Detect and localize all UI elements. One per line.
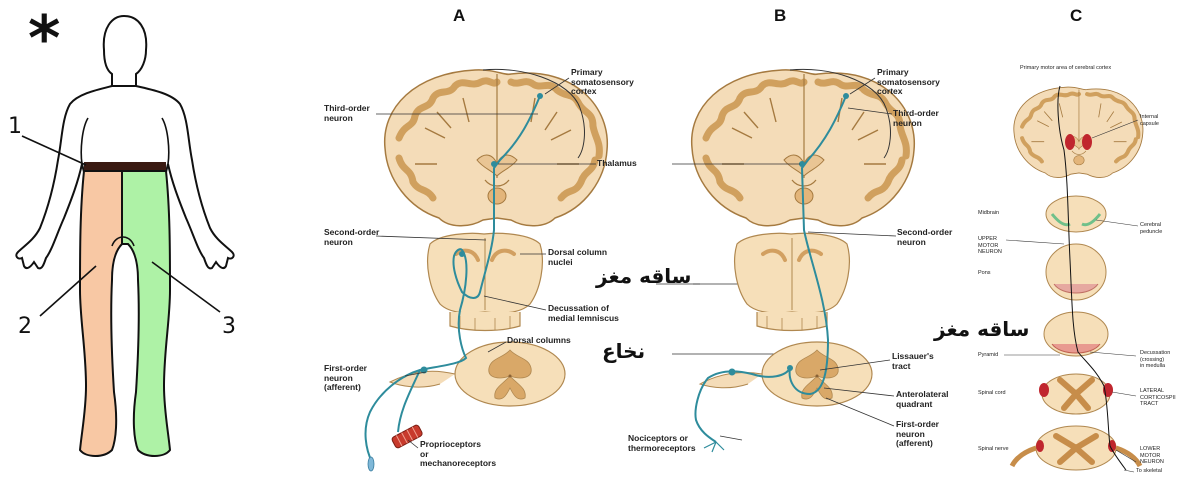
c-pons-label: Pons	[978, 270, 991, 277]
c-decussation-label: Decussation (crossing) in medulla	[1140, 350, 1170, 370]
persian-brainstem-label-c: ساقه مغز	[934, 317, 1029, 341]
a-second-order-label: Second-order neuron	[324, 228, 379, 247]
a-first-order-label: First-order neuron (afferent)	[324, 364, 367, 393]
body-label-1: 1	[8, 114, 22, 139]
b-third-order-label: Third-order neuron	[893, 109, 939, 128]
c-lateral-tract-label: LATERAL CORTICOSPII TRACT	[1140, 388, 1176, 408]
c-internal-capsule-label: Internal capsule	[1140, 114, 1159, 127]
a-decussation-label: Decussation of medial lemniscus	[548, 304, 619, 323]
b-first-order-label: First-order neuron (afferent)	[896, 420, 939, 449]
panel-a-letter: A	[453, 6, 465, 26]
panel-b-letter: B	[774, 6, 786, 26]
c-lower-motor-label: LOWER MOTOR NEURON	[1140, 446, 1164, 466]
a-primary-cortex-label: Primary somatosensory cortex	[571, 68, 634, 97]
persian-brainstem-label: ساقه مغز	[596, 264, 691, 288]
thalamus-label: Thalamus	[597, 159, 637, 169]
panel-b-diagram	[672, 69, 914, 452]
c-upper-motor-label: UPPER MOTOR NEURON	[978, 236, 1002, 256]
body-outline-figure	[16, 16, 233, 456]
c-midbrain-label: Midbrain	[978, 210, 999, 217]
b-anterolateral-label: Anterolateral quadrant	[896, 390, 948, 409]
c-spinal-cord-label: Spinal cord	[978, 390, 1006, 397]
a-receptors-label: Proprioceptors or mechanoreceptors	[420, 440, 496, 469]
c-motor-area-label: Primary motor area of cerebral cortex	[1020, 65, 1111, 72]
persian-spinal-cord-label: نخاع	[602, 339, 645, 363]
a-third-order-label: Third-order neuron	[324, 104, 370, 123]
panel-c-letter: C	[1070, 6, 1082, 26]
b-primary-cortex-label: Primary somatosensory cortex	[877, 68, 940, 97]
asterisk-mark: *	[28, 8, 60, 70]
a-dorsal-columns-label: Dorsal columns	[507, 336, 571, 346]
c-cerebral-peduncle-label: Cerebral peduncle	[1140, 222, 1162, 235]
c-spinal-nerve-label: Spinal nerve	[978, 446, 1009, 453]
c-pyramid-label: Pyramid	[978, 352, 998, 359]
body-label-3: 3	[222, 314, 236, 339]
b-nociceptors-label: Nociceptors or thermoreceptors	[628, 434, 696, 453]
b-lissauer-label: Lissauer's tract	[892, 352, 934, 371]
c-to-skeletal-label: To skeletal	[1136, 468, 1162, 475]
body-label-2: 2	[18, 314, 32, 339]
b-second-order-label: Second-order neuron	[897, 228, 952, 247]
panel-c-diagram	[1004, 86, 1143, 472]
